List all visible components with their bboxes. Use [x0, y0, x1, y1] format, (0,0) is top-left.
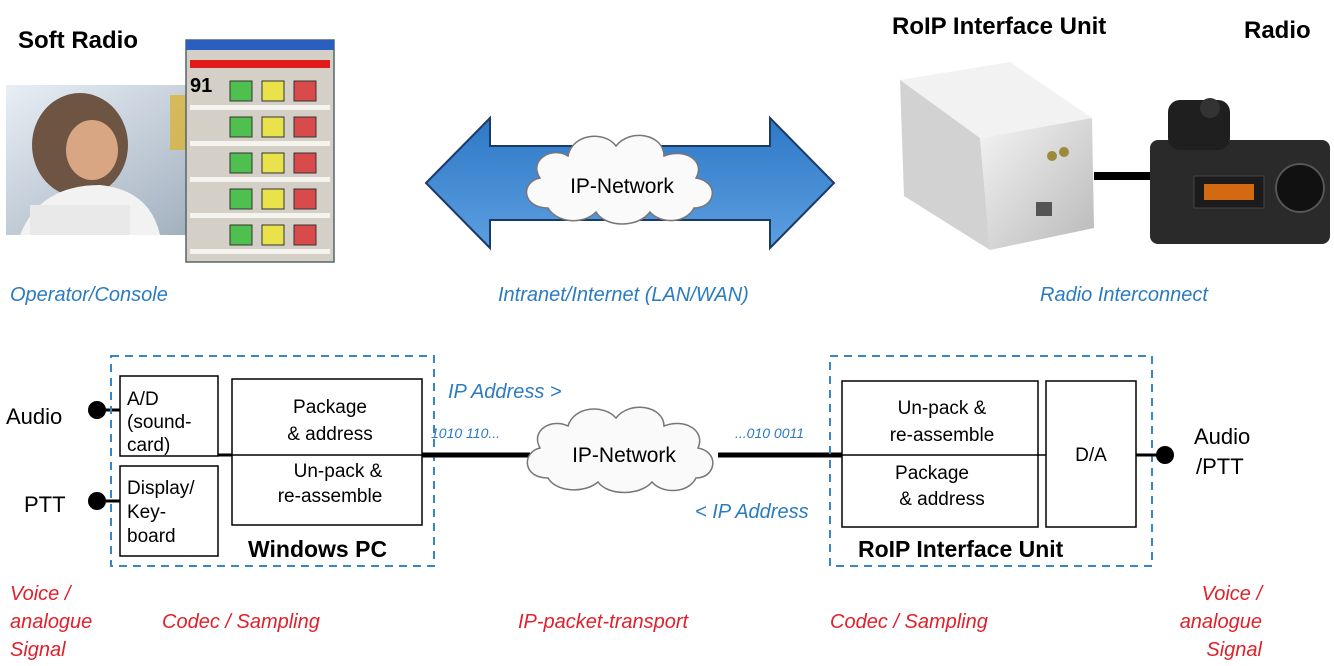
console-row-divider: [190, 213, 330, 218]
console-control-button: [229, 116, 253, 138]
console-control-button: [293, 80, 317, 102]
pc-package-line2: & address: [287, 424, 373, 445]
footer-voice-left-3: Signal: [10, 639, 66, 661]
caption-operator-console: Operator/Console: [10, 284, 168, 306]
right-audio-ptt-connector: [1156, 446, 1174, 464]
ad-box-line1: A/D: [127, 389, 159, 410]
top-cloud-label: IP-Network: [570, 175, 674, 198]
display-keyboard-box: [119, 465, 219, 557]
roip-radio-cable: [1094, 172, 1150, 180]
roip-unit-title: RoIP Interface Unit: [892, 13, 1106, 40]
console-control-button: [229, 152, 253, 174]
radio-title: Radio: [1244, 17, 1311, 44]
console-row-divider: [190, 105, 330, 110]
left-ptt-label: PTT: [24, 492, 66, 517]
console-row-divider: [190, 141, 330, 146]
console-control-button: [261, 116, 285, 138]
console-channel-number: 91: [190, 75, 212, 97]
pc-package-unpack-box: [231, 378, 423, 526]
console-row-divider: [190, 249, 330, 254]
console-window: 91: [185, 39, 335, 263]
top-cloud-shape: [525, 134, 714, 225]
bottom-cloud-shape: [526, 406, 714, 494]
console-control-button: [261, 152, 285, 174]
footer-ip-packet-transport: IP-packet-transport: [518, 611, 690, 633]
roip-package-line1: Package: [895, 463, 969, 484]
console-control-button: [293, 116, 317, 138]
footer-voice-right-2: analogue: [1180, 611, 1262, 633]
windows-pc-enclosure: [110, 355, 435, 567]
bottom-cloud-label: IP-Network: [572, 444, 676, 467]
ip-address-right-label: IP Address >: [448, 381, 562, 403]
display-box-line2: Key-: [127, 502, 166, 523]
console-control-button: [293, 152, 317, 174]
ad-box-line3: card): [127, 435, 170, 456]
da-box: [1045, 380, 1137, 528]
roip-unpack-line2: re-assemble: [890, 425, 995, 446]
ip-address-left-label: < IP Address: [695, 501, 809, 523]
soft-radio-title: Soft Radio: [18, 27, 138, 54]
console-row-divider: [190, 177, 330, 182]
bits-left-label: 1010 110...: [431, 425, 500, 441]
roip-unpack-package-box: [841, 380, 1039, 528]
right-audio-label-line2: /PTT: [1196, 454, 1244, 479]
roip-unit-enclosure: [829, 355, 1153, 567]
pc-unpack-line1: Un-pack &: [294, 461, 383, 482]
roip-unit-bottom-title: RoIP Interface Unit: [858, 536, 1064, 562]
display-box-line3: board: [127, 526, 176, 547]
roip-unpack-line1: Un-pack &: [898, 398, 987, 419]
roip-package-line2: & address: [899, 489, 985, 510]
ad-soundcard-box: [119, 375, 219, 457]
console-control-button: [293, 188, 317, 210]
bits-right-label: ...010 0011: [735, 425, 804, 441]
footer-voice-left-1: Voice /: [10, 583, 73, 605]
footer-voice-right-3: Signal: [1206, 639, 1262, 661]
footer-voice-left-2: analogue: [10, 611, 92, 633]
footer-codec-left: Codec / Sampling: [162, 611, 320, 633]
console-control-button: [261, 224, 285, 246]
caption-radio-interconnect: Radio Interconnect: [1040, 284, 1209, 306]
console-control-button: [261, 80, 285, 102]
console-control-button: [293, 224, 317, 246]
console-control-button: [229, 80, 253, 102]
pc-unpack-line2: re-assemble: [278, 486, 383, 507]
right-audio-label-line1: Audio: [1194, 424, 1250, 449]
console-control-button: [229, 224, 253, 246]
console-control-button: [261, 188, 285, 210]
console-control-button: [229, 188, 253, 210]
left-audio-label: Audio: [6, 404, 62, 429]
footer-voice-right-1: Voice /: [1202, 583, 1265, 605]
caption-intranet-internet: Intranet/Internet (LAN/WAN): [498, 284, 749, 306]
ad-box-line2: (sound-: [127, 412, 191, 433]
windows-pc-title: Windows PC: [248, 536, 387, 562]
footer-codec-right: Codec / Sampling: [830, 611, 988, 633]
radio-photo: [1150, 98, 1330, 244]
da-box-label: D/A: [1075, 445, 1107, 466]
display-box-line1: Display/: [127, 478, 195, 499]
roip-unit-photo: [900, 62, 1094, 250]
pc-package-line1: Package: [293, 397, 367, 418]
